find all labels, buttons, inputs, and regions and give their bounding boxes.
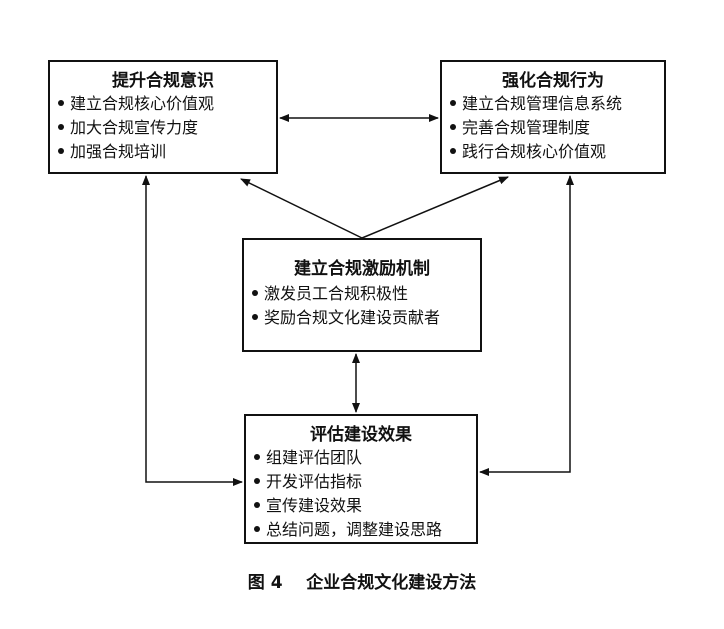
bullet-icon bbox=[254, 502, 260, 508]
box-incentive-mechanism: 建立合规激励机制 激发员工合规积极性 奖励合规文化建设贡献者 bbox=[242, 238, 482, 352]
list-item: 奖励合规文化建设贡献者 bbox=[252, 306, 480, 330]
list-item: 完善合规管理制度 bbox=[450, 116, 664, 140]
box-items: 建立合规核心价值观 加大合规宣传力度 加强合规培训 bbox=[58, 92, 276, 164]
list-item: 建立合规核心价值观 bbox=[58, 92, 276, 116]
box-title: 强化合规行为 bbox=[502, 71, 604, 91]
box-items: 组建评估团队 开发评估指标 宣传建设效果 总结问题，调整建设思路 bbox=[254, 446, 476, 542]
bullet-icon bbox=[58, 148, 64, 154]
bullet-icon bbox=[254, 478, 260, 484]
box-title: 评估建设效果 bbox=[310, 425, 412, 445]
bullet-icon bbox=[252, 314, 258, 320]
box-items: 激发员工合规积极性 奖励合规文化建设贡献者 bbox=[252, 282, 480, 330]
arrow-incentive-to-behavior bbox=[361, 176, 509, 239]
list-item: 加大合规宣传力度 bbox=[58, 116, 276, 140]
box-items: 建立合规管理信息系统 完善合规管理制度 践行合规核心价值观 bbox=[450, 92, 664, 164]
list-item: 总结问题，调整建设思路 bbox=[254, 518, 476, 542]
list-item: 组建评估团队 bbox=[254, 446, 476, 470]
figure-title: 企业合规文化建设方法 bbox=[306, 573, 477, 593]
bullet-icon bbox=[450, 148, 456, 154]
box-raise-awareness: 提升合规意识 建立合规核心价值观 加大合规宣传力度 加强合规培训 bbox=[48, 60, 278, 174]
list-item: 践行合规核心价值观 bbox=[450, 140, 664, 164]
bullet-icon bbox=[254, 454, 260, 460]
box-strengthen-behavior: 强化合规行为 建立合规管理信息系统 完善合规管理制度 践行合规核心价值观 bbox=[440, 60, 666, 174]
box-title: 提升合规意识 bbox=[112, 71, 214, 91]
list-item: 建立合规管理信息系统 bbox=[450, 92, 664, 116]
bullet-icon bbox=[252, 290, 258, 296]
figure-label: 图 4 bbox=[247, 573, 283, 593]
list-item: 开发评估指标 bbox=[254, 470, 476, 494]
list-item: 加强合规培训 bbox=[58, 140, 276, 164]
list-item: 宣传建设效果 bbox=[254, 494, 476, 518]
figure-caption: 图 4 企业合规文化建设方法 bbox=[0, 568, 724, 593]
list-item: 激发员工合规积极性 bbox=[252, 282, 480, 306]
bullet-icon bbox=[58, 124, 64, 130]
box-evaluate-effect: 评估建设效果 组建评估团队 开发评估指标 宣传建设效果 总结问题，调整建设思路 bbox=[244, 414, 478, 544]
bullet-icon bbox=[450, 100, 456, 106]
bullet-icon bbox=[254, 526, 260, 532]
box-title: 建立合规激励机制 bbox=[294, 259, 430, 279]
bullet-icon bbox=[450, 124, 456, 130]
bullet-icon bbox=[58, 100, 64, 106]
arrow-awareness-evaluate bbox=[142, 175, 243, 486]
arrow-incentive-to-awareness bbox=[240, 178, 363, 239]
arrow-behavior-evaluate bbox=[479, 175, 574, 476]
